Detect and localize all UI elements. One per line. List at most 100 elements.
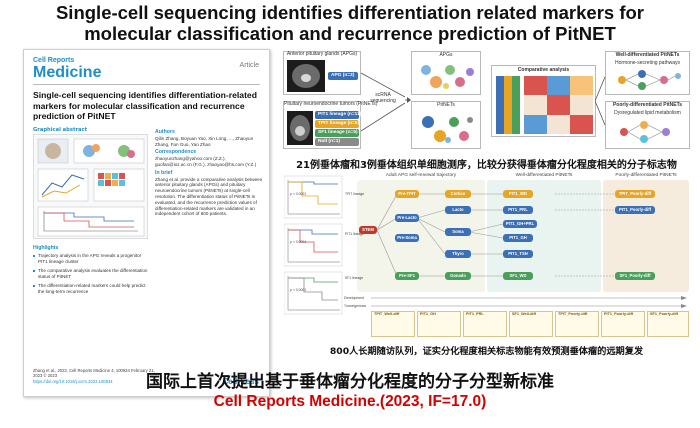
pitnets-umap-panel: PitNETs xyxy=(411,101,481,149)
headline-line-1: Single-cell sequencing identifies differ… xyxy=(55,2,645,23)
graphical-abstract-heading: Graphical abstract xyxy=(33,127,88,133)
doi-link[interactable]: https://doi.org/10.1016/j.xcrm.2023.1009… xyxy=(33,378,113,384)
lane-header: Adult APG self-renewal trajectory xyxy=(385,173,457,178)
km-curves xyxy=(284,175,343,315)
highlights-heading: Highlights xyxy=(33,245,59,251)
caption-bottom: 800人长期随访队列，证实分化程度相关标志物能有效预测垂体瘤的远期复发 xyxy=(329,346,644,357)
in-brief: Zhang et al. provide a comparative analy… xyxy=(155,176,263,217)
chinese-title: 国际上首次提出基于垂体瘤分化程度的分子分型新标准 xyxy=(146,372,554,392)
axis-tumorigenesis: Tumorigenesis xyxy=(344,304,367,308)
lineage-chip: PIT1 lineage (n=11) xyxy=(315,111,361,119)
headline-line-2: molecular classification and recurrence … xyxy=(84,23,616,44)
well-diff-subtitle: Hormone-secreting pathways xyxy=(614,60,681,66)
analysis-figure: p < 0.0001 p < 0.0001 p < 0.0001 Adult A… xyxy=(281,172,692,338)
correspondence[interactable]: zhaoyunzhang@yahoo.com (Z.Z.), guofan@io… xyxy=(155,156,257,167)
lineage-chip: TPIT lineage (n=5) xyxy=(315,120,359,128)
authors: Qilin Zhang, Boyuan Yao, Xin Long, ..., … xyxy=(155,135,254,147)
comparative-title: Comparative analysis xyxy=(517,67,570,73)
poorly-diff-subtitle: Dysregulated lipid metabolism xyxy=(614,110,681,116)
node-pre-tpit: Pre-TPIT xyxy=(395,190,419,198)
node-pit1-tsh: PIT1_TSH xyxy=(503,250,533,258)
divider xyxy=(33,84,260,85)
node-pre-sf1: Pre-SF1 xyxy=(395,272,419,280)
apgs-umap-panel: APGs xyxy=(411,51,481,95)
citation: Zhang et al., 2023, Cell Reports Medicin… xyxy=(33,368,163,384)
poorly-diff-network xyxy=(620,121,670,143)
node-pit1-prl: PIT1_PRL xyxy=(503,206,533,214)
well-diff-network xyxy=(618,70,681,90)
trajectory-lines xyxy=(376,193,615,277)
marker-table: SF1_Poorly-diff xyxy=(647,311,689,337)
apg-panel: Anterior pituitary glands (APGs) APG (n=… xyxy=(283,51,361,95)
marker-table: PIT1_PRL xyxy=(463,311,507,337)
lane-header: Well-differentiated PitNETs xyxy=(515,173,573,178)
well-diff-panel: Well-differentiated PitNETs Hormone-secr… xyxy=(605,51,690,95)
mri-image xyxy=(287,60,325,92)
poorly-diff-title: Poorly-differentiated PitNETs xyxy=(612,102,683,108)
apg-label: Anterior pituitary glands (APGs) xyxy=(286,51,358,57)
highlight-item: The differentiation-related markers coul… xyxy=(33,283,148,295)
node-cortico: Cortico xyxy=(445,190,471,198)
pitnets-panel-title: PitNETs xyxy=(437,102,455,108)
pitnet-label: Pituitary neuroendocrine tumors (PitNETs… xyxy=(284,101,378,107)
lineage-chip: SF1 lineage (n=5) xyxy=(315,129,359,137)
pitnet-panel: Pituitary neuroendocrine tumors (PitNETs… xyxy=(283,101,378,149)
well-diff-title: Well-differentiated PitNETs xyxy=(615,52,680,58)
headline: Single-cell sequencing identifies differ… xyxy=(0,2,700,44)
stem-node: STEM xyxy=(359,226,377,234)
caption-top: 21例垂体瘤和3例垂体组织单细胞测序，比较分获得垂体瘤分化程度相关的分子标志物 xyxy=(296,160,677,171)
method-label: scRNA sequencing xyxy=(370,92,396,104)
node-gonado: Gonado xyxy=(445,272,471,280)
paper-first-page[interactable]: Cell Reports Medicine Article Single-cel… xyxy=(23,49,270,397)
marker-table: SF1_Well-diff xyxy=(509,311,553,337)
workflow-figure: Anterior pituitary glands (APGs) APG (n=… xyxy=(281,47,692,153)
highlight-item: Trajectory analysis in the APG reveals a… xyxy=(33,253,148,265)
pitnets-umap-plot xyxy=(422,116,473,143)
node-pit1-gh: PIT1_GH xyxy=(503,234,533,242)
in-brief-heading: In brief xyxy=(155,169,173,176)
graphical-abstract-image xyxy=(33,134,148,239)
highlight-item: The comparative analysis evaluates the d… xyxy=(33,268,148,280)
journal-logo: Cell Reports Medicine xyxy=(33,57,102,81)
apgs-umap-plot xyxy=(421,65,474,89)
paper-title: Single-cell sequencing identifies differ… xyxy=(33,90,257,121)
highlights: Highlights Trajectory analysis in the AP… xyxy=(33,245,148,298)
authors-heading: Authors xyxy=(155,129,175,135)
paper-sidebar: Authors Qilin Zhang, Boyuan Yao, Xin Lon… xyxy=(155,127,263,217)
lineage-chip: Null (n=1) xyxy=(315,138,359,146)
outcome-arrows xyxy=(595,76,606,126)
node-sf1-wd: SF1_WD xyxy=(503,272,533,280)
poorly-diff-panel: Poorly-differentiated PitNETs Dysregulat… xyxy=(605,101,690,149)
apgs-panel-title: APGs xyxy=(439,52,453,58)
node-soma: Soma xyxy=(445,228,471,236)
km-pvalue: p < 0.0001 xyxy=(290,192,307,196)
tumor-mri-image xyxy=(287,111,313,145)
marker-table: TPIT_Poorly-diff xyxy=(555,311,599,337)
node-pre-lacto: Pre-Lacto xyxy=(395,214,419,222)
node-sf1-poorly: SF1_Poorly-diff xyxy=(615,272,655,280)
lineage-label: PIT1 lineage xyxy=(345,232,365,236)
comparative-heatmap xyxy=(496,76,593,134)
km-pvalue: p < 0.0001 xyxy=(290,288,307,292)
apg-chip: APG (n=3) xyxy=(328,72,358,80)
node-tpit-wd: PIT1_WD xyxy=(503,190,533,198)
marker-table: TPIT_Well-diff xyxy=(371,311,415,337)
node-pit1-gh-prl: PIT1_GH+PRL xyxy=(503,220,537,228)
lineage-label: SF1 lineage xyxy=(345,276,364,280)
node-pit1-poorly: PIT1_Poorly-diff xyxy=(615,206,655,214)
publisher-logo: CellPress xyxy=(222,377,259,386)
node-lacto: Lacto xyxy=(445,206,471,214)
correspondence-heading: Correspondence xyxy=(155,149,197,156)
comparative-analysis-panel: Comparative analysis xyxy=(491,65,596,137)
citation-text: Zhang et al., 2023, Cell Reports Medicin… xyxy=(33,368,155,379)
marker-table: PIT1_GH xyxy=(417,311,461,337)
km-pvalue: p < 0.0001 xyxy=(290,240,307,244)
journal-citation: Cell Reports Medicine.(2023, IF=17.0) xyxy=(213,393,487,410)
article-type: Article xyxy=(239,62,259,69)
node-tpit-poorly: TPIT_Poorly-diff xyxy=(615,190,655,198)
axis-development: Development xyxy=(344,296,364,300)
lineage-label: TPIT lineage xyxy=(345,192,365,196)
marker-table: PIT1_Poorly-diff xyxy=(601,311,645,337)
node-thyro: Thyro xyxy=(445,250,471,258)
axis-arrows xyxy=(371,296,687,308)
